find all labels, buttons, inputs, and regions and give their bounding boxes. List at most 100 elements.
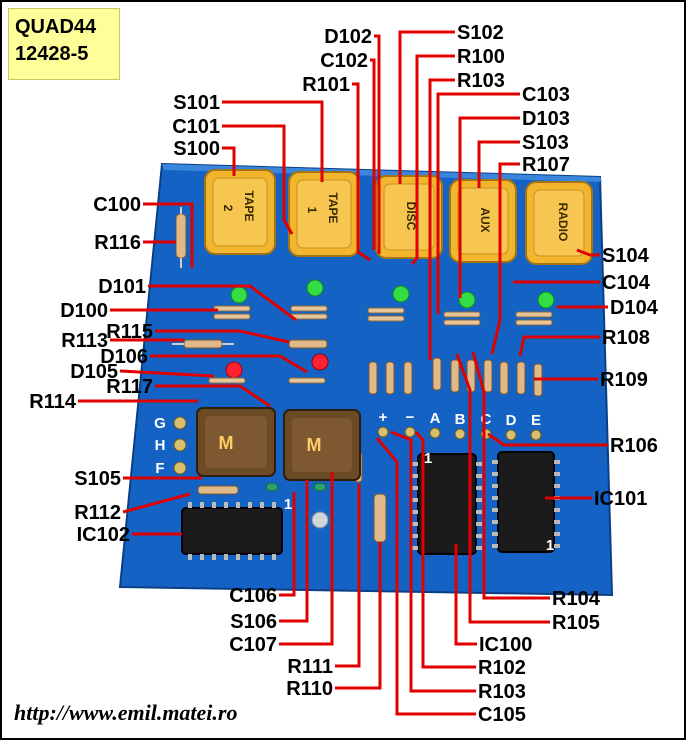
button-tape1-line1: TAPE [326, 192, 340, 223]
button-disc: DISC [375, 175, 443, 259]
label-r114: R114 [29, 391, 77, 413]
label-r108: R108 [602, 327, 650, 349]
button-disc-label: DISC [404, 202, 418, 231]
led-green-5-icon [537, 291, 555, 309]
button-tape2-line2: 2 [221, 205, 235, 212]
label-r101: R101 [302, 74, 350, 96]
ic101 [492, 451, 560, 553]
button-tape1: TAPE 1 [288, 171, 360, 257]
led-green-1-icon [230, 286, 248, 304]
pad-f: F [155, 460, 164, 477]
button-radio: RADIO [525, 181, 593, 265]
pad-e: E [531, 412, 541, 429]
label-d100: D100 [60, 300, 108, 322]
button-tape2: TAPE 2 [204, 169, 276, 255]
pcb-edge-highlight [162, 164, 602, 182]
title-line-2: 12428-5 [15, 43, 89, 65]
label-c101: C101 [172, 116, 220, 138]
small-caps [265, 482, 327, 492]
relay-s105-label: M [219, 433, 234, 453]
led-red-1-icon [225, 361, 243, 379]
label-d101: D101 [98, 276, 146, 298]
label-d104: D104 [610, 297, 659, 319]
labels-right: S104 C104 D104 R108 R109 R106 IC101 [594, 245, 659, 510]
label-r110: R110 [286, 678, 333, 700]
label-r115: R115 [106, 321, 153, 343]
title-line-1: QUAD44 [15, 16, 97, 38]
labels-left: S101 C101 S100 C100 R116 D101 D100 R113 … [29, 92, 220, 546]
label-d102: D102 [324, 26, 372, 48]
ic102 [181, 502, 283, 560]
label-c100: C100 [93, 194, 141, 216]
relay-s106-label: M [307, 435, 322, 455]
label-r104: R104 [552, 588, 601, 610]
label-r116: R116 [94, 232, 141, 254]
label-c102: C102 [320, 50, 368, 72]
button-tape1-line2: 1 [305, 207, 319, 214]
label-s106: S106 [230, 611, 277, 633]
pad-minus: − [406, 409, 415, 426]
label-r100: R100 [457, 46, 505, 68]
pad-d: D [506, 412, 517, 429]
label-c104: C104 [602, 272, 651, 294]
button-tape2-line1: TAPE [242, 190, 256, 221]
label-r105: R105 [552, 612, 600, 634]
diode-rows [208, 305, 553, 384]
label-d106: D106 [100, 346, 148, 368]
led-green-4-icon [458, 291, 476, 309]
leader-lines [78, 30, 608, 716]
label-r109: R109 [600, 369, 648, 391]
pad-c: C [481, 411, 492, 428]
label-r107: R107 [522, 154, 570, 176]
label-d105: D105 [70, 361, 118, 383]
ic102-pin1-mark: 1 [284, 496, 292, 513]
label-c106: C106 [229, 585, 277, 607]
label-s104: S104 [602, 245, 650, 267]
relay-s105: M [196, 407, 276, 477]
label-ic102: IC102 [77, 524, 130, 546]
pad-h: H [155, 437, 166, 454]
ic100-pin1-mark: 1 [424, 450, 432, 467]
pad-a: A [430, 410, 441, 427]
horizontal-resistors [172, 339, 328, 495]
ic100 [412, 453, 482, 555]
label-r111: R111 [287, 656, 333, 678]
label-c103: C103 [522, 84, 570, 106]
resistor-r116 [175, 207, 187, 268]
label-s100: S100 [173, 138, 220, 160]
labels-bottom: C106 S106 C107 R111 R110 R104 R105 IC100… [229, 585, 601, 726]
label-c105: C105 [478, 704, 526, 726]
label-s101: S101 [173, 92, 220, 114]
label-s102: S102 [457, 22, 504, 44]
button-radio-label: RADIO [556, 203, 570, 242]
label-r112: R112 [74, 502, 121, 524]
led-green-3-icon [392, 285, 410, 303]
label-s103: S103 [522, 132, 569, 154]
pad-plus: + [379, 409, 388, 426]
pad-b: B [455, 411, 466, 428]
led-green-2-icon [306, 279, 324, 297]
led-red-2-icon [311, 353, 329, 371]
website-url: http://www.emil.matei.ro [14, 700, 238, 725]
label-c107: C107 [229, 634, 277, 656]
title-box: QUAD44 12428-5 [8, 8, 120, 80]
solder-pads [173, 416, 542, 475]
label-ic101: IC101 [594, 488, 647, 510]
label-r103-bottom: R103 [478, 681, 526, 703]
label-d103: D103 [522, 108, 570, 130]
label-ic100: IC100 [479, 634, 532, 656]
label-r103-top: R103 [457, 70, 505, 92]
label-r102: R102 [478, 657, 526, 679]
relay-s106: M [283, 409, 361, 481]
button-aux-label: AUX [478, 207, 492, 232]
label-r113: R113 [61, 330, 108, 352]
trimmer-icon [311, 511, 329, 529]
label-s105: S105 [74, 468, 121, 490]
ic101-pin1-mark: 1 [546, 537, 554, 554]
label-r106: R106 [610, 435, 658, 457]
label-r117: R117 [106, 376, 153, 398]
pad-g: G [154, 415, 166, 432]
labels-top: D102 C102 R101 S102 R100 R103 C103 D103 … [302, 22, 570, 176]
